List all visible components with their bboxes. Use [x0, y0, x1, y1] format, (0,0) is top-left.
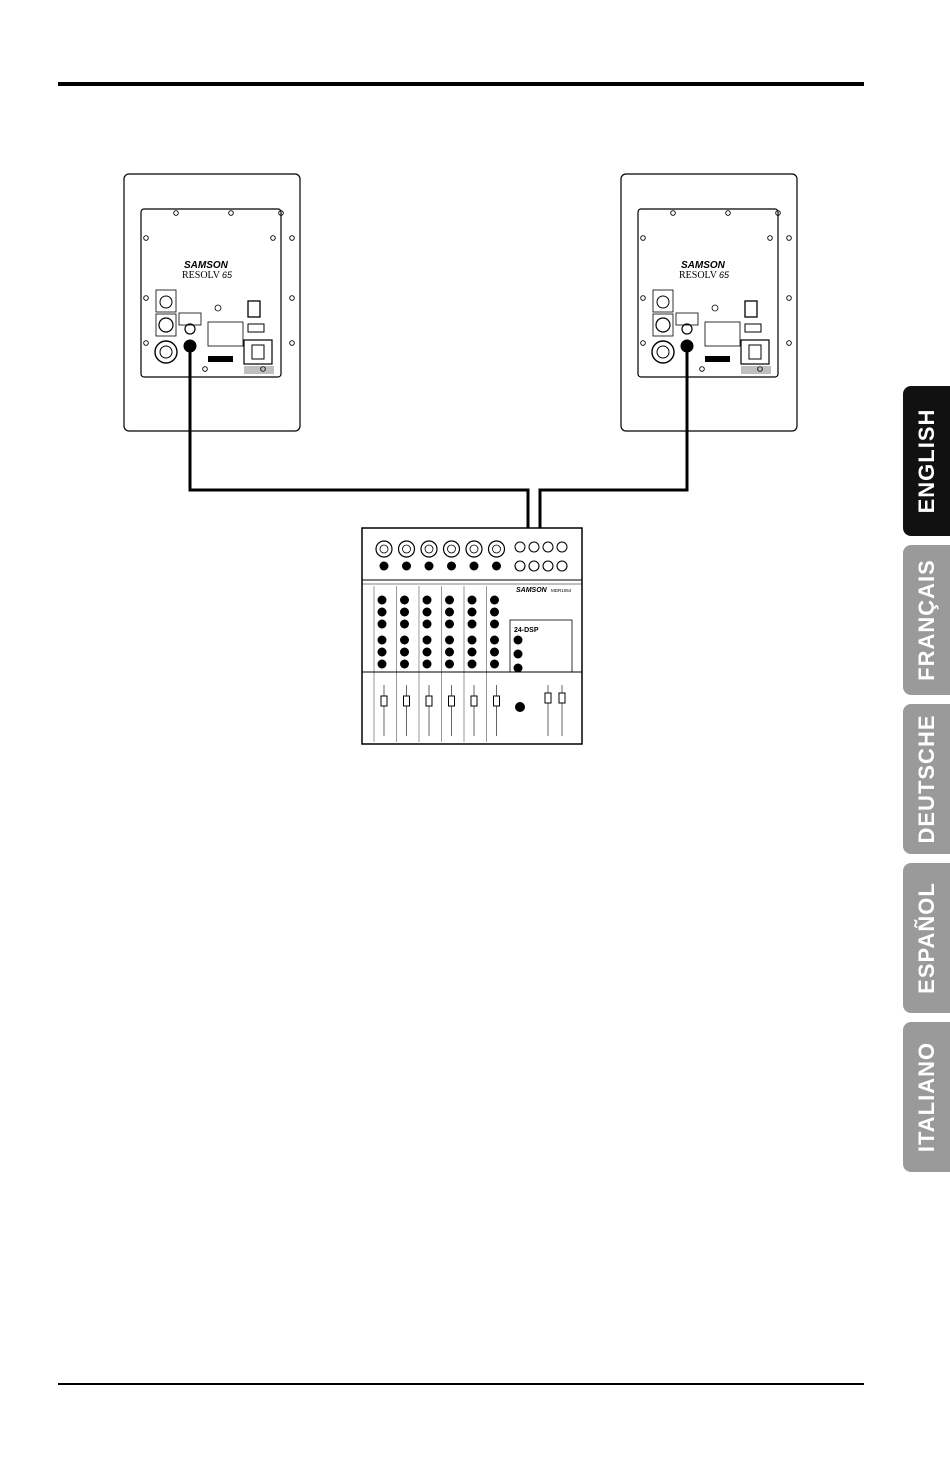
channel-knob — [468, 620, 477, 629]
tab-francais-label: FRANÇAIS — [914, 559, 940, 681]
tab-francais[interactable]: FRANÇAIS — [903, 545, 950, 695]
channel-knob — [445, 608, 454, 617]
channel-knob — [423, 660, 432, 669]
dsp-knob — [514, 636, 523, 645]
speaker-model-label: RESOLV — [679, 270, 718, 281]
tab-espanol-label: ESPAÑOL — [914, 882, 940, 994]
speaker-amp-plate — [141, 209, 281, 377]
main-fader-cap — [545, 693, 551, 703]
channel-knob — [468, 596, 477, 605]
channel-knob — [490, 636, 499, 645]
channel-knob — [400, 660, 409, 669]
tab-italiano-label: ITALIANO — [914, 1042, 940, 1152]
gain-knob — [470, 562, 479, 571]
tab-english[interactable]: ENGLISH — [903, 386, 950, 536]
channel-fader-cap — [494, 696, 500, 706]
speaker-amp-plate — [638, 209, 778, 377]
gain-knob — [425, 562, 434, 571]
channel-knob — [445, 636, 454, 645]
gain-knob — [402, 562, 411, 571]
channel-knob — [400, 620, 409, 629]
channel-knob — [490, 620, 499, 629]
mixer-top-panel: SAMSON MDR1064 24-DSP — [362, 528, 582, 744]
gain-knob — [380, 562, 389, 571]
tab-italiano[interactable]: ITALIANO — [903, 1022, 950, 1172]
channel-knob — [378, 648, 387, 657]
channel-knob — [400, 596, 409, 605]
channel-knob — [400, 648, 409, 657]
tab-english-label: ENGLISH — [914, 409, 940, 514]
speaker-model-suffix-label: 65 — [719, 270, 730, 280]
serial-label — [705, 356, 730, 362]
channel-knob — [423, 620, 432, 629]
left-speaker-rear-panel: SAMSONRESOLV65 — [124, 174, 300, 431]
tab-deutsche[interactable]: DEUTSCHE — [903, 704, 950, 854]
mixer-brand-label: SAMSON — [516, 587, 548, 594]
speaker-model-suffix-label: 65 — [222, 270, 233, 280]
tab-espanol[interactable]: ESPAÑOL — [903, 863, 950, 1013]
channel-fader-cap — [381, 696, 387, 706]
channel-knob — [445, 660, 454, 669]
channel-knob — [445, 596, 454, 605]
dsp-knob — [514, 664, 523, 673]
channel-knob — [468, 660, 477, 669]
dsp-knob — [514, 650, 523, 659]
channel-knob — [378, 660, 387, 669]
channel-knob — [400, 636, 409, 645]
mixer-model-label: MDR1064 — [551, 588, 572, 593]
channel-knob — [378, 608, 387, 617]
channel-knob — [423, 608, 432, 617]
channel-knob — [423, 596, 432, 605]
channel-fader-cap — [404, 696, 410, 706]
channel-fader-cap — [449, 696, 455, 706]
phones-knob — [515, 702, 525, 712]
serial-label — [208, 356, 233, 362]
tab-deutsche-label: DEUTSCHE — [914, 714, 940, 843]
channel-knob — [400, 608, 409, 617]
channel-knob — [468, 636, 477, 645]
channel-knob — [490, 660, 499, 669]
channel-knob — [423, 636, 432, 645]
channel-knob — [378, 596, 387, 605]
channel-fader-cap — [471, 696, 477, 706]
channel-knob — [468, 648, 477, 657]
gain-knob — [492, 562, 501, 571]
channel-knob — [490, 596, 499, 605]
gain-knob — [447, 562, 456, 571]
channel-knob — [378, 636, 387, 645]
dsp-label: 24-DSP — [514, 627, 539, 634]
channel-fader-cap — [426, 696, 432, 706]
main-fader-cap — [559, 693, 565, 703]
channel-knob — [423, 648, 432, 657]
channel-knob — [490, 608, 499, 617]
speaker-model-label: RESOLV — [182, 270, 221, 281]
channel-knob — [378, 620, 387, 629]
channel-knob — [445, 620, 454, 629]
channel-knob — [490, 648, 499, 657]
channel-knob — [445, 648, 454, 657]
channel-knob — [468, 608, 477, 617]
